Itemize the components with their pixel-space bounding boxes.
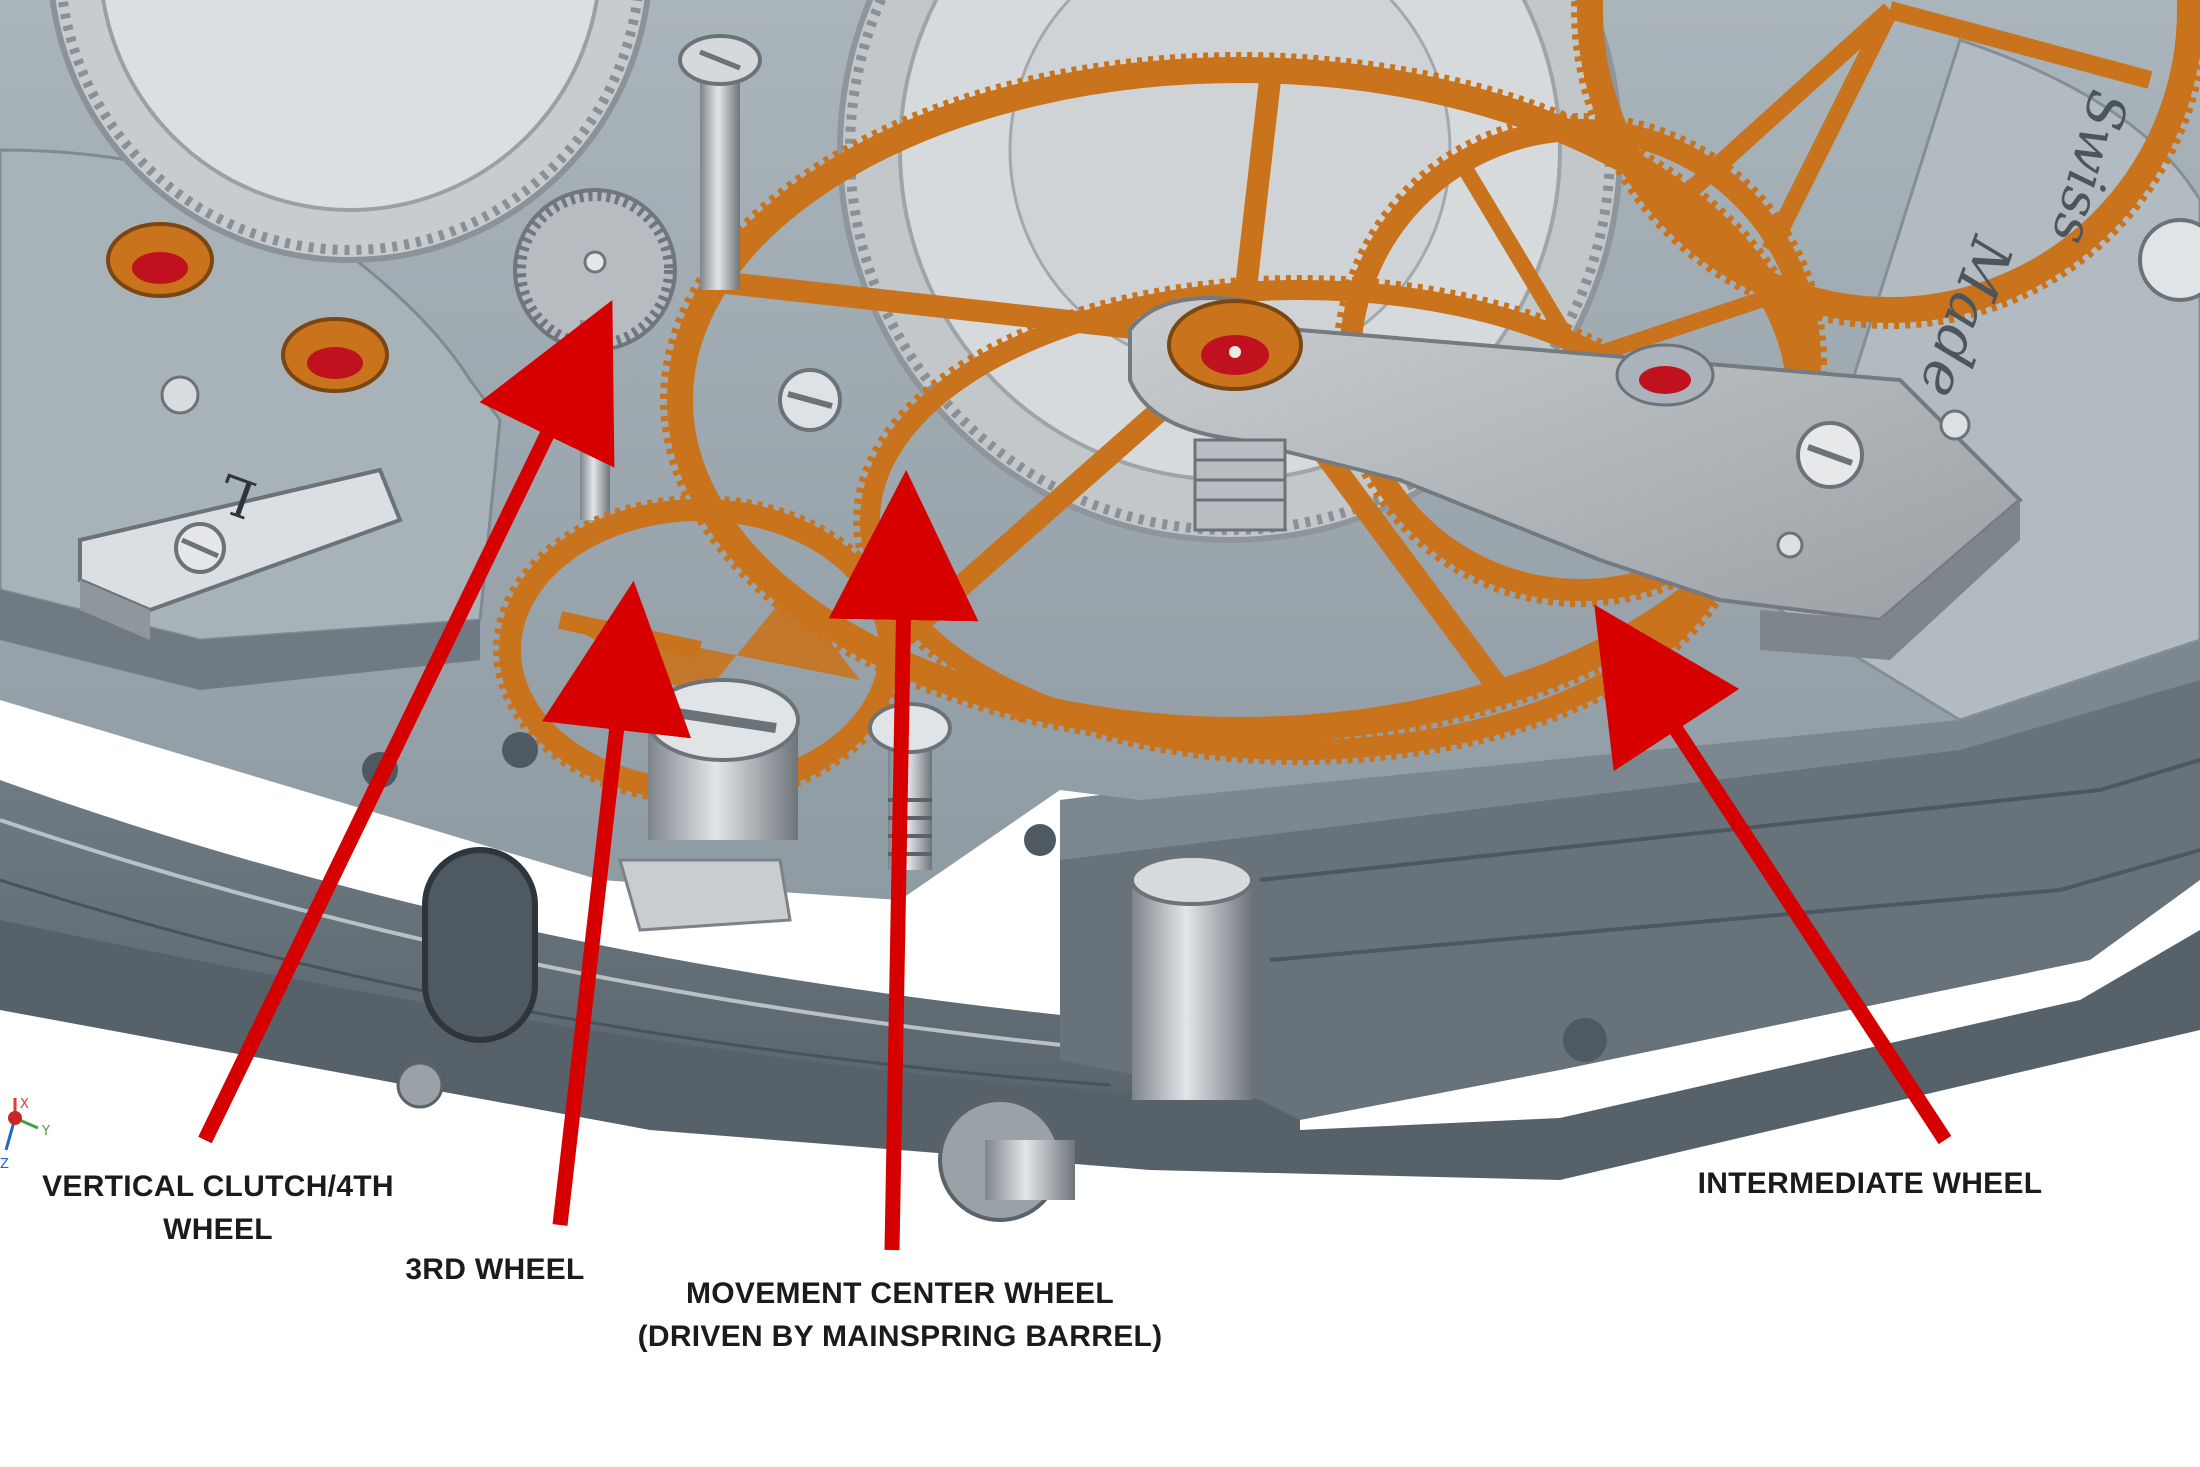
arrow-third-wheel bbox=[542, 580, 692, 1226]
label-vertical-clutch-line1: VERTICAL CLUTCH/4TH bbox=[42, 1170, 394, 1203]
label-intermediate-wheel: INTERMEDIATE WHEEL bbox=[1660, 1162, 2080, 1205]
jewel-cups bbox=[106, 222, 389, 393]
arrow-center-wheel bbox=[828, 470, 979, 1251]
label-third-wheel: 3RD WHEEL bbox=[370, 1248, 620, 1291]
axis-x-label: X bbox=[20, 1097, 29, 1112]
label-intermediate-wheel-line1: INTERMEDIATE WHEEL bbox=[1697, 1167, 2043, 1200]
axis-triad: X Y Z bbox=[0, 1097, 50, 1172]
label-center-wheel: MOVEMENT CENTER WHEEL (DRIVEN BY MAINSPR… bbox=[600, 1272, 1200, 1358]
callout-arrows bbox=[198, 300, 1952, 1251]
arrow-intermediate-wheel bbox=[1594, 604, 1952, 1145]
label-vertical-clutch: VERTICAL CLUTCH/4TH WHEEL bbox=[18, 1165, 418, 1251]
arrow-vertical-clutch bbox=[198, 300, 615, 1144]
screws-and-pillars bbox=[160, 34, 2200, 1222]
center-wheel-bridge bbox=[1128, 296, 2023, 660]
axis-y-label: Y bbox=[41, 1124, 50, 1139]
label-vertical-clutch-line2: WHEEL bbox=[163, 1213, 273, 1246]
label-third-wheel-line1: 3RD WHEEL bbox=[405, 1253, 585, 1286]
label-center-wheel-line2: (DRIVEN BY MAINSPRING BARREL) bbox=[637, 1320, 1163, 1353]
jewel-block: L bbox=[78, 461, 403, 640]
axis-z-label: Z bbox=[0, 1157, 9, 1172]
label-center-wheel-line1: MOVEMENT CENTER WHEEL bbox=[686, 1277, 1114, 1310]
